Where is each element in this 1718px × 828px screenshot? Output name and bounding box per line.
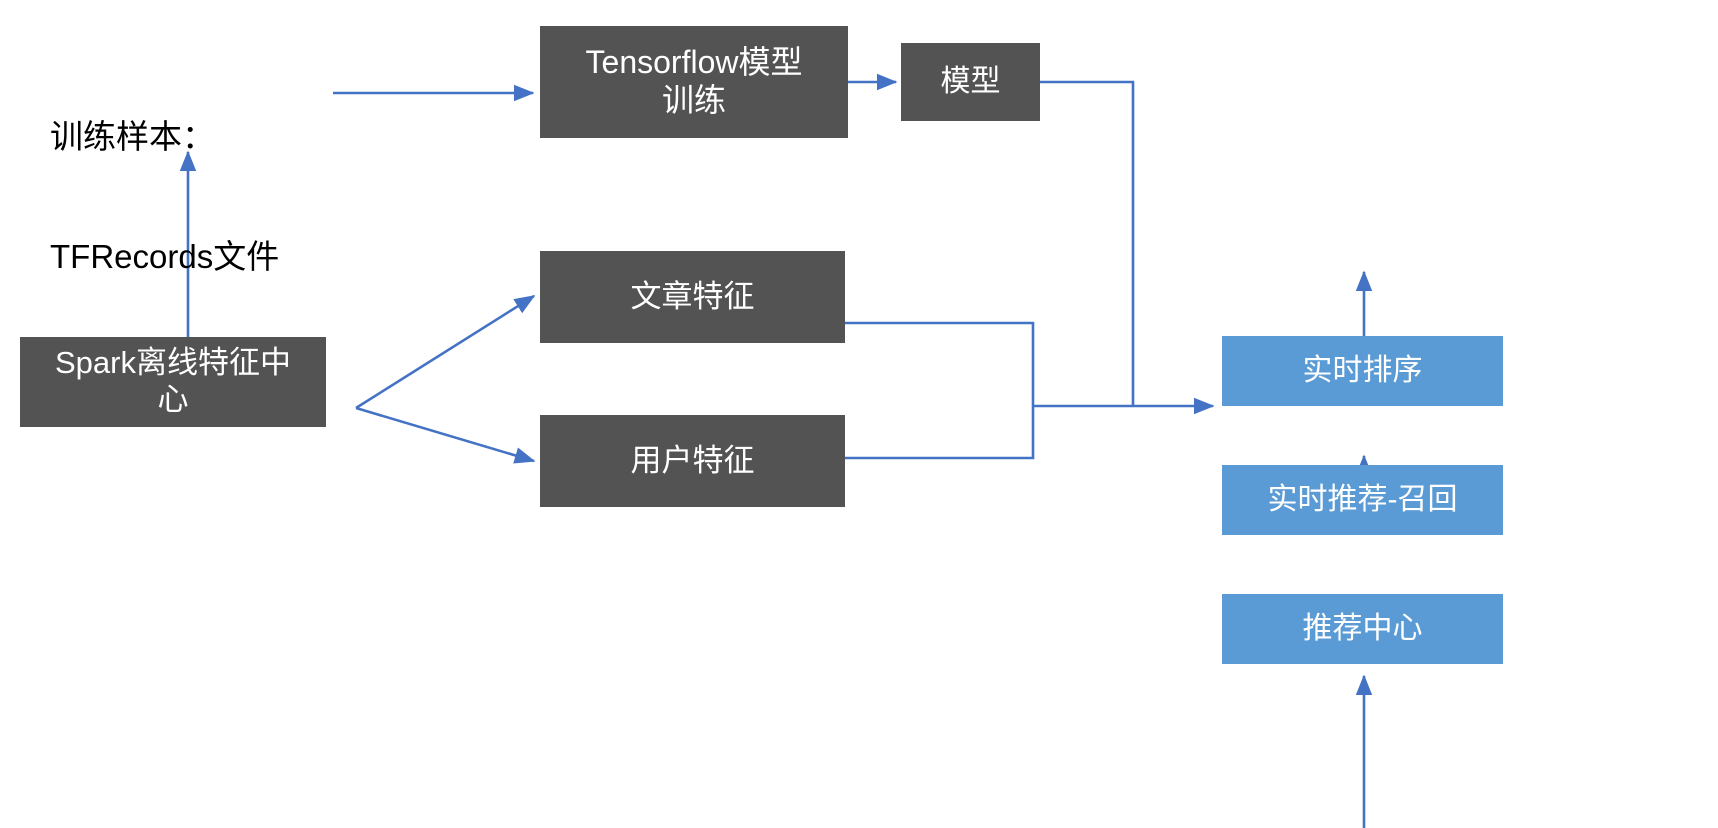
training-sample-line-2: TFRecords文件 <box>50 238 280 276</box>
edge-model-to-realtime-ranking <box>1040 80 1135 406</box>
edge-user-feature-to-realtime-ranking <box>845 406 1035 460</box>
node-realtime-ranking[interactable]: 实时排序 <box>1222 336 1503 406</box>
node-realtime-recommend-recall[interactable]: 实时推荐-召回 <box>1222 465 1503 535</box>
edge-spark-to-article-feature <box>355 294 536 410</box>
node-recommend-center[interactable]: 推荐中心 <box>1222 594 1503 664</box>
node-user-feature[interactable]: 用户特征 <box>540 415 845 507</box>
training-sample-line-1: 训练样本： <box>50 117 215 155</box>
node-article-feature[interactable]: 文章特征 <box>540 251 845 343</box>
node-tensorflow-training[interactable]: Tensorflow模型 训练 <box>540 26 848 138</box>
node-model[interactable]: 模型 <box>901 43 1040 121</box>
edge-spark-to-user-feature <box>355 406 536 464</box>
node-spark-offline-feature-center[interactable]: Spark离线特征中 心 <box>20 337 326 427</box>
edge-article-feature-to-realtime-ranking <box>845 321 1035 406</box>
training-sample-label: 训练样本： TFRecords文件 <box>50 36 340 358</box>
